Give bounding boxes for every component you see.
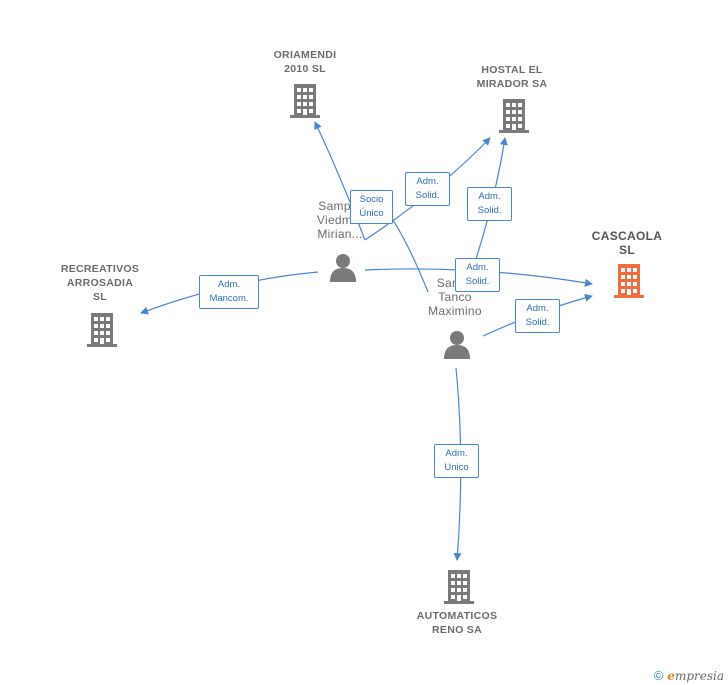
edge-label-socio-unico[interactable]: Socio Único <box>350 190 393 224</box>
edge-label-adm-solid-cascaola-p1[interactable]: Adm. Solid. <box>455 258 500 292</box>
building-icon-automaticos[interactable] <box>444 570 474 604</box>
edge-label-adm-solid-hostal-p1[interactable]: Adm. Solid. <box>405 172 450 206</box>
building-icon-recreativos[interactable] <box>87 313 117 347</box>
person-icon-p1[interactable] <box>330 254 356 282</box>
company-label-automaticos[interactable]: AUTOMATICOS RENO SA <box>416 610 498 636</box>
building-icon-cascaola[interactable] <box>614 264 644 298</box>
brand-footer[interactable]: © empresia <box>654 668 724 683</box>
edge-label-adm-solid-cascaola-p2[interactable]: Adm. Solid. <box>515 299 560 333</box>
edge-p1-oriamendi <box>314 121 366 241</box>
company-label-hostal[interactable]: HOSTAL EL MIRADOR SA <box>476 64 548 90</box>
building-icon-oriamendi[interactable] <box>290 84 320 118</box>
company-label-cascaola[interactable]: CASCAOLA SL <box>591 229 663 257</box>
company-label-recreativos[interactable]: RECREATIVOS ARROSADIA SL <box>60 263 140 303</box>
building-icon-hostal[interactable] <box>499 99 529 133</box>
company-label-oriamendi[interactable]: ORIAMENDI 2010 SL <box>273 49 337 75</box>
empresia-logo: empresia <box>667 668 724 683</box>
edge-label-adm-solid-hostal-p2[interactable]: Adm. Solid. <box>467 187 512 221</box>
edge-label-adm-unico[interactable]: Adm. Unico <box>434 444 479 478</box>
copyright-icon: © <box>653 668 664 683</box>
person-icon-p2[interactable] <box>444 331 470 359</box>
edge-label-adm-mancom[interactable]: Adm. Mancom. <box>199 275 259 309</box>
